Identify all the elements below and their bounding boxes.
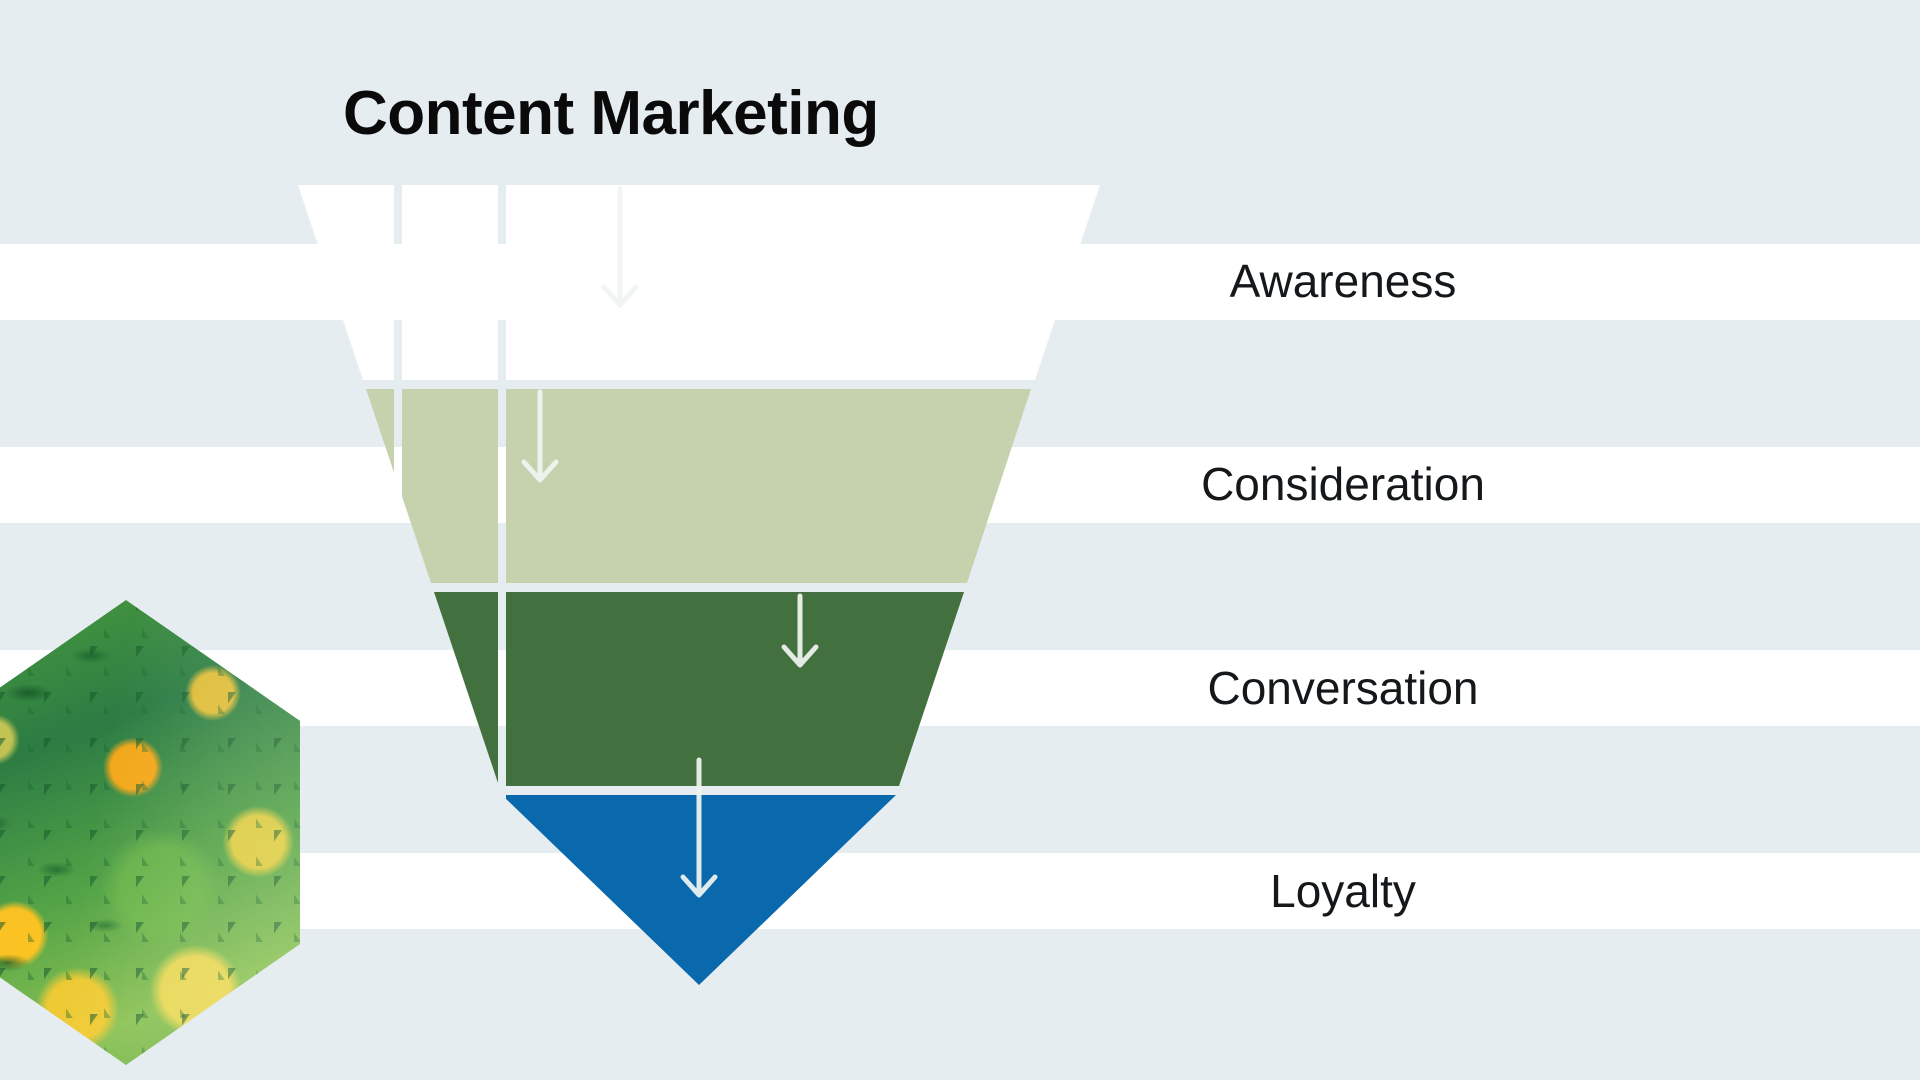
- stage-label-consideration: Consideration: [1201, 458, 1485, 510]
- stage-label-awareness: Awareness: [1229, 255, 1457, 307]
- label-band-loyalty: [0, 853, 1920, 929]
- stage-label-loyalty: Loyalty: [1270, 865, 1416, 917]
- label-band-awareness: [0, 244, 1920, 320]
- label-band-consideration: [0, 447, 1920, 523]
- page-title: Content Marketing: [343, 79, 879, 148]
- stage-label-conversation: Conversation: [1207, 662, 1479, 714]
